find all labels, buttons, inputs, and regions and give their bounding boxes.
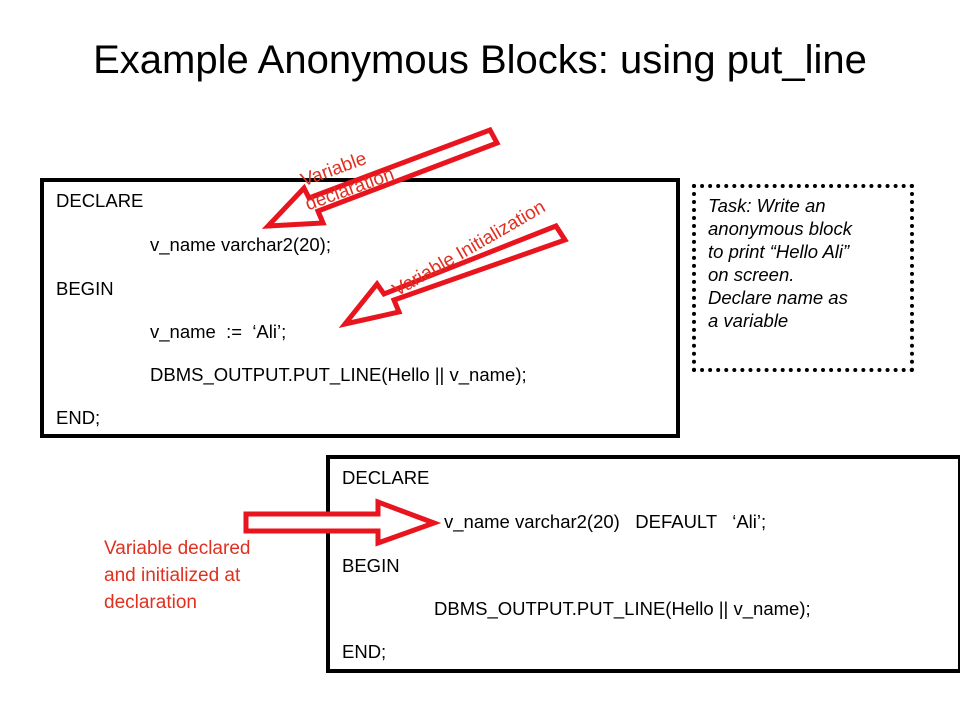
arrow-to-initialization-icon — [338, 222, 569, 328]
code-block-declare-with-default: DECLARE v_name varchar2(20) DEFAULT ‘Ali… — [326, 455, 960, 673]
code-line-var-default: v_name varchar2(20) DEFAULT ‘Ali’; — [444, 511, 767, 532]
code-line-begin: BEGIN — [342, 555, 400, 576]
task-line: Declare name as — [708, 287, 848, 308]
code-line-put-line: DBMS_OUTPUT.PUT_LINE(Hello || v_name); — [150, 364, 527, 385]
arrow-to-default-declaration-icon — [243, 498, 442, 547]
code-line-declare: DECLARE — [342, 467, 430, 488]
code-line-put-line: DBMS_OUTPUT.PUT_LINE(Hello || v_name); — [434, 598, 811, 619]
label-declared-and-initialized: Variable declared and initialized at dec… — [104, 535, 304, 616]
task-line: a variable — [708, 310, 789, 331]
code-line-end: END; — [56, 407, 101, 428]
task-line: Task: Write an — [708, 195, 826, 216]
task-line: anonymous block — [708, 218, 852, 239]
task-line: on screen. — [708, 264, 795, 285]
code-line-end: END; — [342, 641, 387, 662]
code-line-assignment: v_name := ‘Ali’; — [150, 321, 287, 342]
slide-title: Example Anonymous Blocks: using put_line — [93, 38, 867, 82]
task-line: to print “Hello Ali” — [708, 241, 850, 262]
code-line-begin: BEGIN — [56, 278, 114, 299]
task-note: Task: Write an anonymous block to print … — [692, 184, 914, 372]
label-line: Variable declared — [104, 538, 251, 559]
code-line-var-declaration: v_name varchar2(20); — [150, 234, 331, 255]
label-line: declaration — [104, 592, 197, 613]
arrow-to-declaration-icon — [261, 126, 501, 229]
code-line-declare: DECLARE — [56, 190, 144, 211]
label-line: and initialized at — [104, 565, 241, 586]
